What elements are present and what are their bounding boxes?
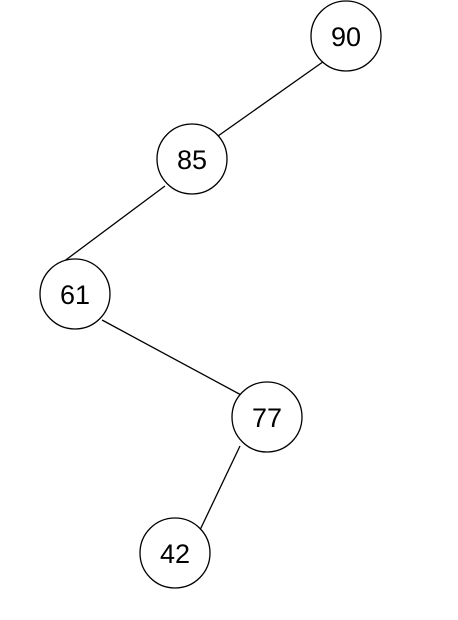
edge-77-42 — [199, 445, 241, 531]
node-circle — [139, 517, 211, 589]
edge-61-77 — [101, 319, 244, 397]
edge-85-61 — [58, 185, 166, 266]
node-label: 85 — [177, 145, 207, 175]
tree-node-61: 61 — [39, 258, 111, 330]
node-circle — [310, 0, 382, 72]
node-circle — [39, 258, 111, 330]
nodes-layer: 90 85 61 77 42 — [39, 0, 382, 589]
tree-node-85: 85 — [156, 123, 228, 195]
edges-layer — [58, 58, 328, 531]
node-label: 77 — [252, 403, 282, 433]
node-label: 42 — [160, 539, 190, 569]
tree-node-42: 42 — [139, 517, 211, 589]
node-circle — [156, 123, 228, 195]
tree-node-90: 90 — [310, 0, 382, 72]
tree-node-77: 77 — [231, 381, 303, 453]
edge-90-85 — [217, 58, 328, 137]
node-circle — [231, 381, 303, 453]
node-label: 61 — [60, 280, 90, 310]
node-label: 90 — [331, 22, 361, 52]
